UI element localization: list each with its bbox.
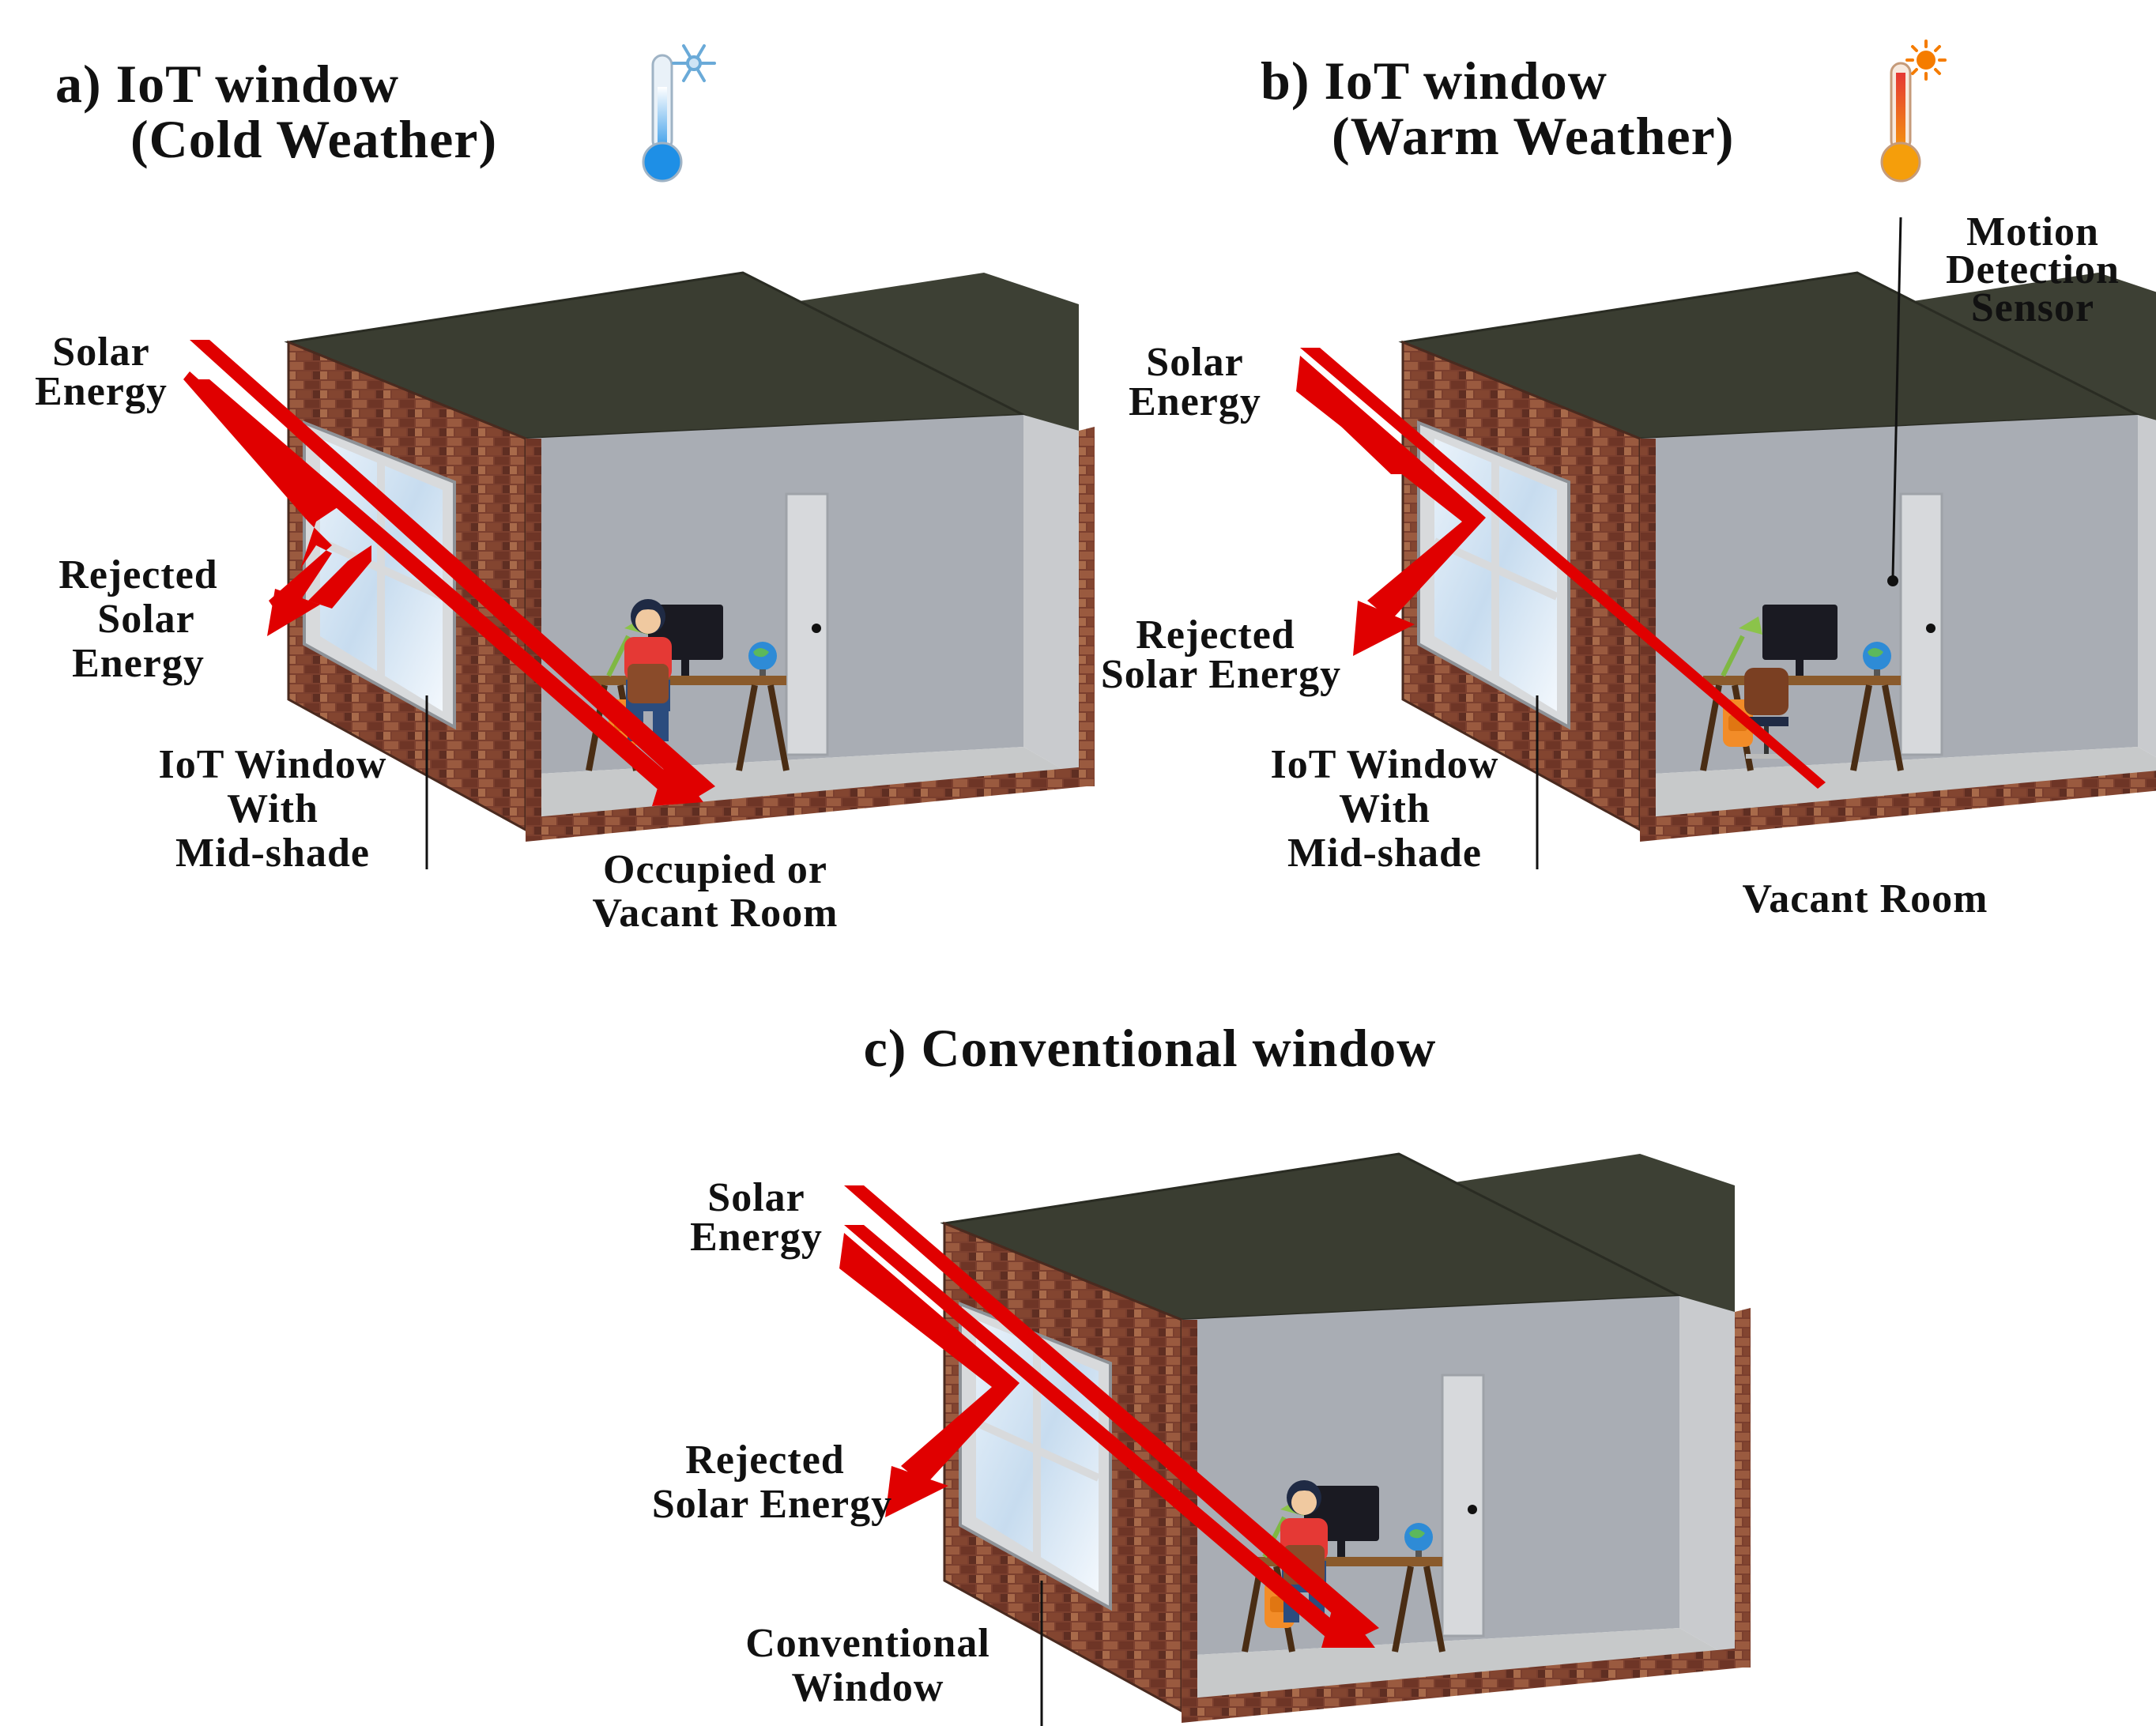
panel-b-motion-sensor-icon: [1887, 575, 1898, 586]
panel-a-rejected-arrow: [183, 371, 371, 636]
panel-a-thermometer-snowflake-icon: [642, 44, 716, 183]
panel-c-solar-arrow: [844, 1185, 1379, 1648]
panel-c-rejected-arrow: [839, 1233, 1020, 1517]
panel-b-thermometer-sun-icon: [1880, 40, 1947, 183]
panel-b-room: [1403, 273, 2156, 842]
panel-b-sensor-leader: [1891, 217, 1902, 578]
panel-b-rejected-arrow: [1296, 356, 1486, 656]
